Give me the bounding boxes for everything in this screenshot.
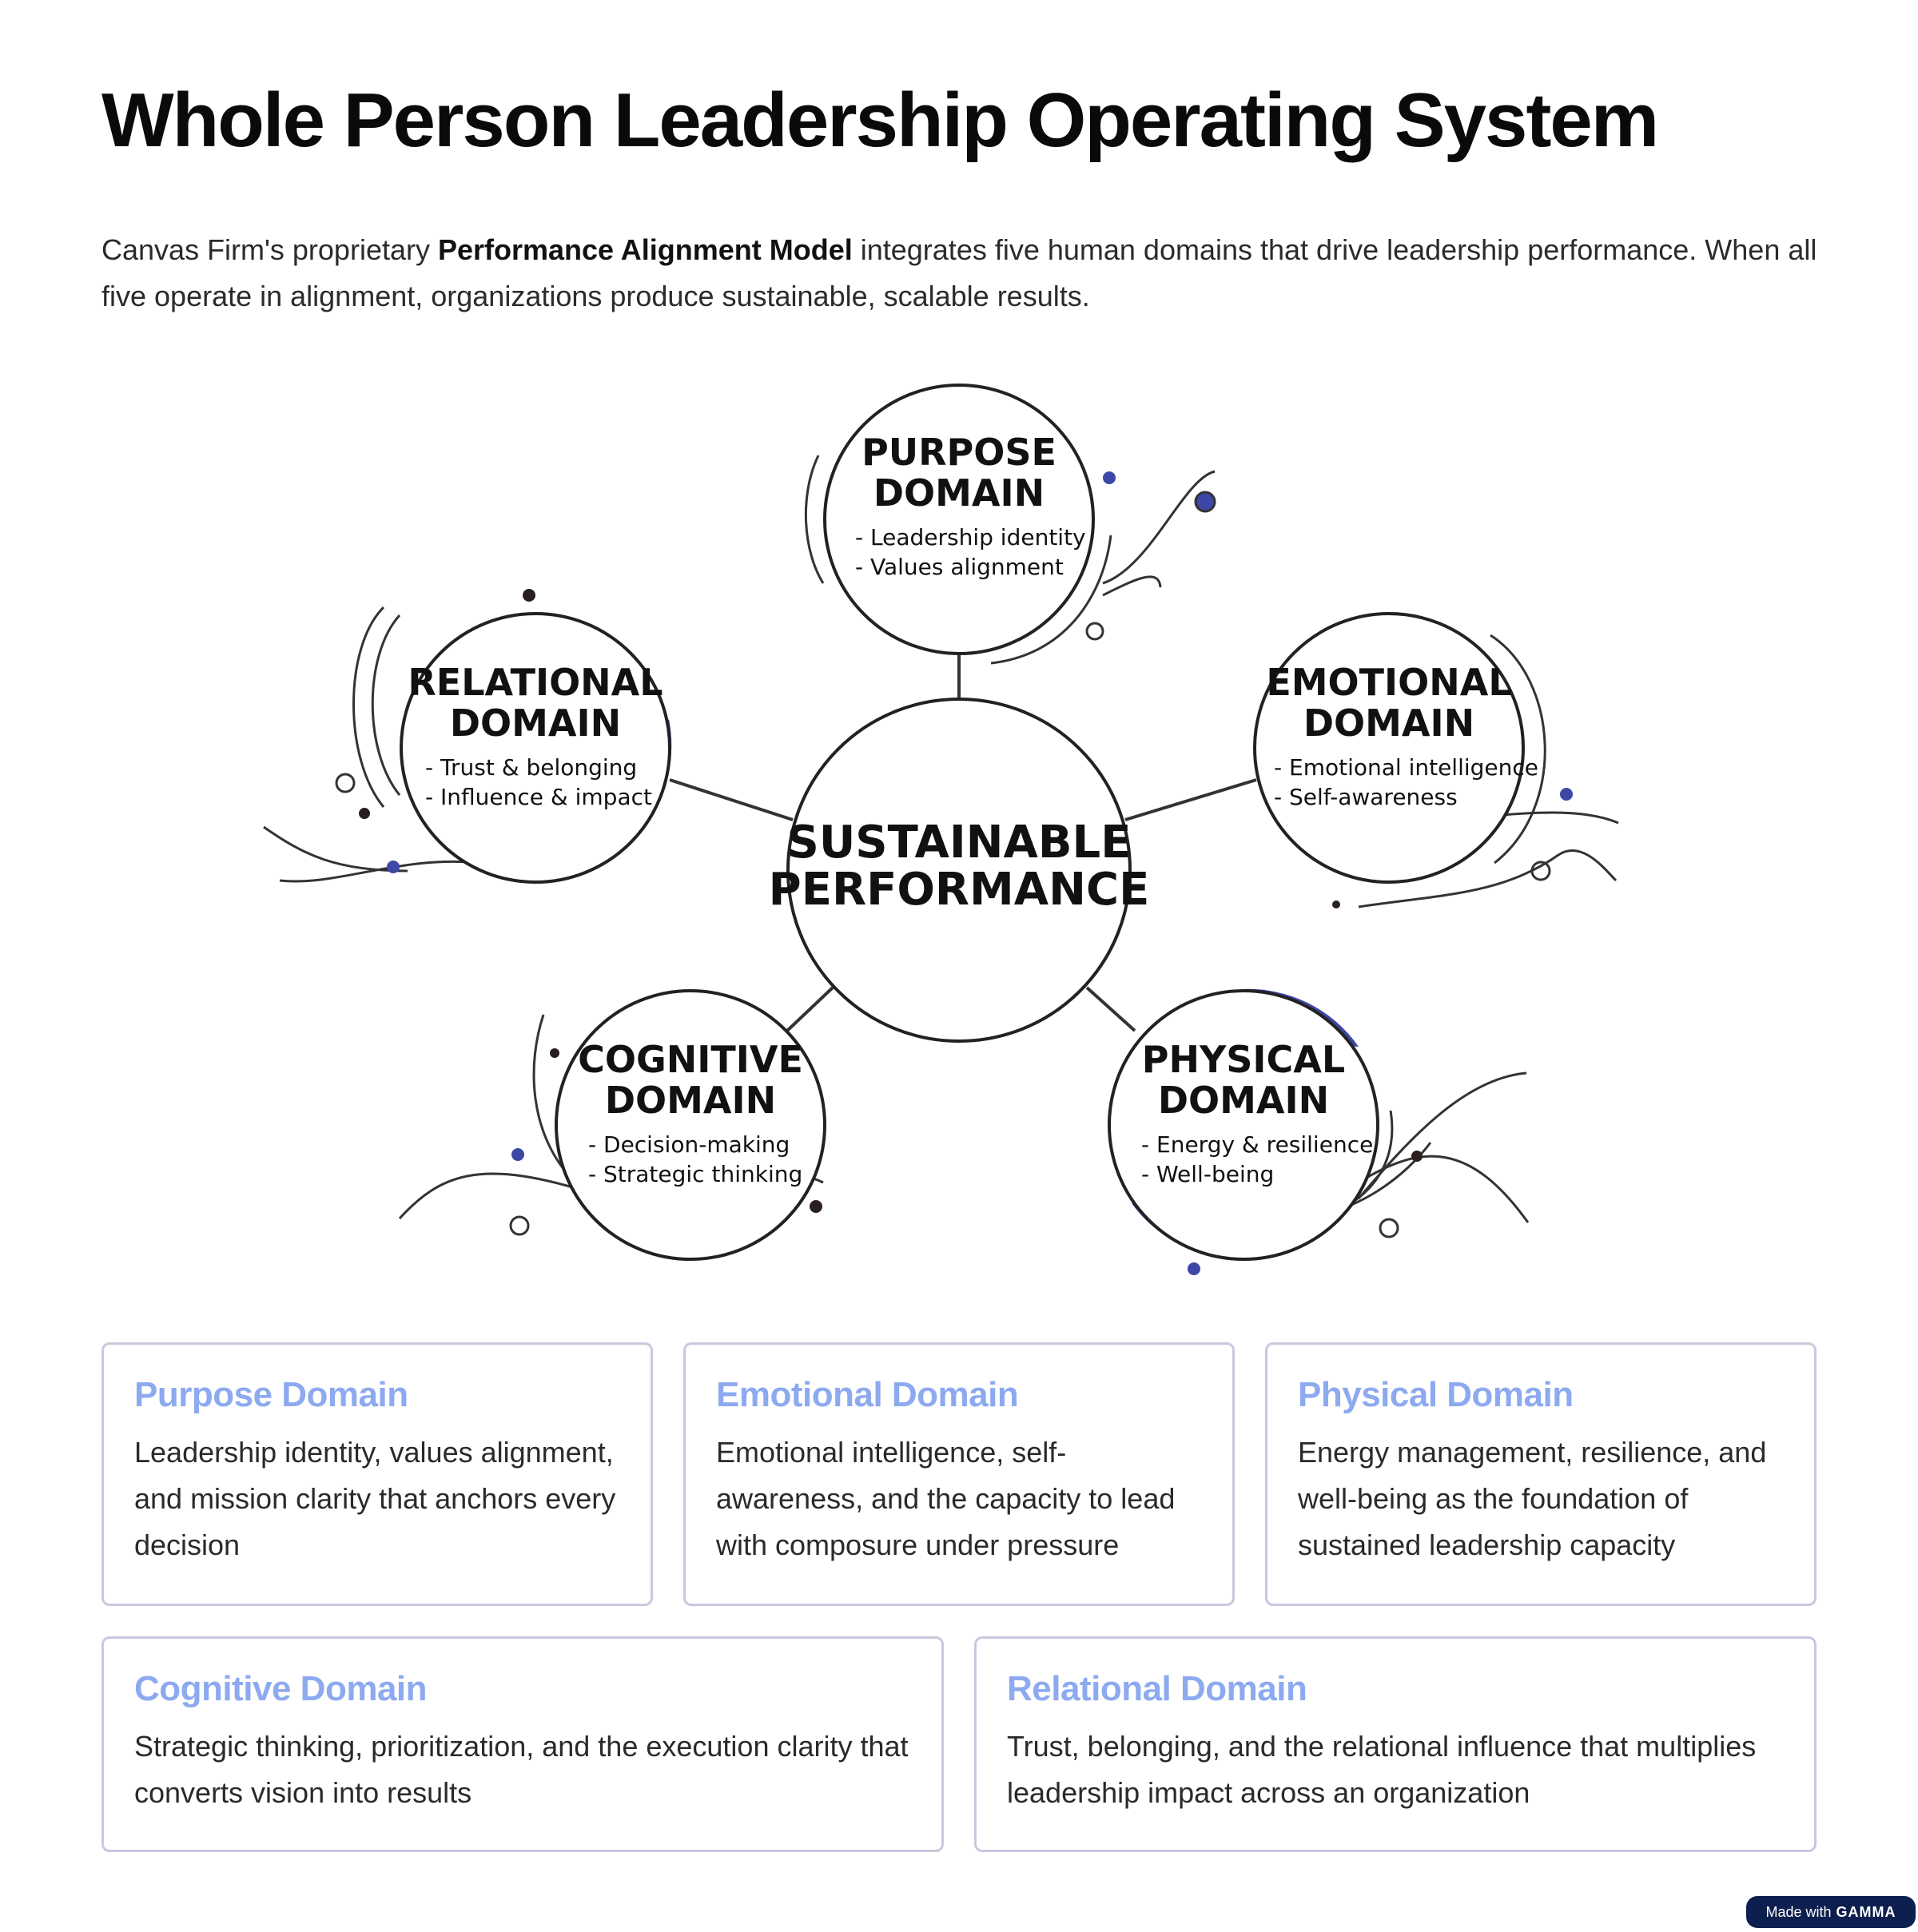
node-relational-subtitle: DOMAIN	[450, 702, 621, 745]
node-physical-item: - Energy & resilience	[1141, 1131, 1373, 1158]
node-purpose-item: - Leadership identity	[855, 524, 1086, 551]
card-body: Leadership identity, values alignment, a…	[134, 1429, 620, 1568]
node-cognitive: COGNITIVE DOMAIN - Decision-making - Str…	[578, 1038, 803, 1187]
made-with-gamma-badge[interactable]: Made with GAMMA	[1746, 1896, 1916, 1928]
node-relational-item: - Influence & impact	[425, 784, 652, 810]
card-title: Purpose Domain	[134, 1375, 620, 1415]
card-cognitive-domain: Cognitive Domain Strategic thinking, pri…	[101, 1636, 944, 1852]
intro-text-start: Canvas Firm's proprietary	[101, 233, 438, 266]
node-cognitive-item: - Decision-making	[588, 1131, 790, 1158]
node-cognitive-item: - Strategic thinking	[588, 1161, 802, 1187]
node-relational-item: - Trust & belonging	[425, 754, 637, 781]
node-emotional-item: - Emotional intelligence	[1274, 754, 1538, 781]
node-physical-title: PHYSICAL	[1142, 1038, 1345, 1081]
center-label-line1: SUSTAINABLE	[787, 817, 1132, 869]
intro-model-name: Performance Alignment Model	[438, 233, 853, 266]
node-emotional-item: - Self-awareness	[1274, 784, 1458, 810]
gamma-logo-text: GAMMA	[1836, 1904, 1896, 1921]
node-cognitive-subtitle: DOMAIN	[605, 1079, 776, 1122]
card-title: Emotional Domain	[716, 1375, 1202, 1415]
node-emotional-title: EMOTIONAL	[1266, 661, 1511, 704]
node-purpose-subtitle: DOMAIN	[873, 471, 1045, 515]
card-relational-domain: Relational Domain Trust, belonging, and …	[974, 1636, 1817, 1852]
card-title: Relational Domain	[1007, 1669, 1784, 1709]
card-body: Trust, belonging, and the relational inf…	[1007, 1723, 1784, 1816]
node-physical-subtitle: DOMAIN	[1158, 1079, 1329, 1122]
card-purpose-domain: Purpose Domain Leadership identity, valu…	[101, 1342, 653, 1606]
card-title: Physical Domain	[1298, 1375, 1784, 1415]
node-cognitive-title: COGNITIVE	[578, 1038, 803, 1081]
node-emotional-subtitle: DOMAIN	[1303, 702, 1474, 745]
card-physical-domain: Physical Domain Energy management, resil…	[1265, 1342, 1817, 1606]
badge-prefix: Made with	[1765, 1904, 1831, 1921]
intro-paragraph: Canvas Firm's proprietary Performance Al…	[101, 227, 1828, 320]
node-purpose-title: PURPOSE	[862, 431, 1056, 474]
node-physical-item: - Well-being	[1141, 1161, 1274, 1187]
card-body: Strategic thinking, prioritization, and …	[134, 1723, 911, 1816]
node-relational-title: RELATIONAL	[408, 661, 663, 704]
domain-diagram: SUSTAINABLE PERFORMANCE PURPOSE DOMAIN -…	[0, 376, 1918, 1302]
card-emotional-domain: Emotional Domain Emotional intelligence,…	[683, 1342, 1235, 1606]
page-title: Whole Person Leadership Operating System	[101, 77, 1657, 165]
center-label-line2: PERFORMANCE	[769, 864, 1150, 916]
node-purpose-item: - Values alignment	[855, 554, 1064, 580]
card-body: Energy management, resilience, and well-…	[1298, 1429, 1784, 1568]
card-title: Cognitive Domain	[134, 1669, 911, 1709]
card-body: Emotional intelligence, self-awareness, …	[716, 1429, 1202, 1568]
